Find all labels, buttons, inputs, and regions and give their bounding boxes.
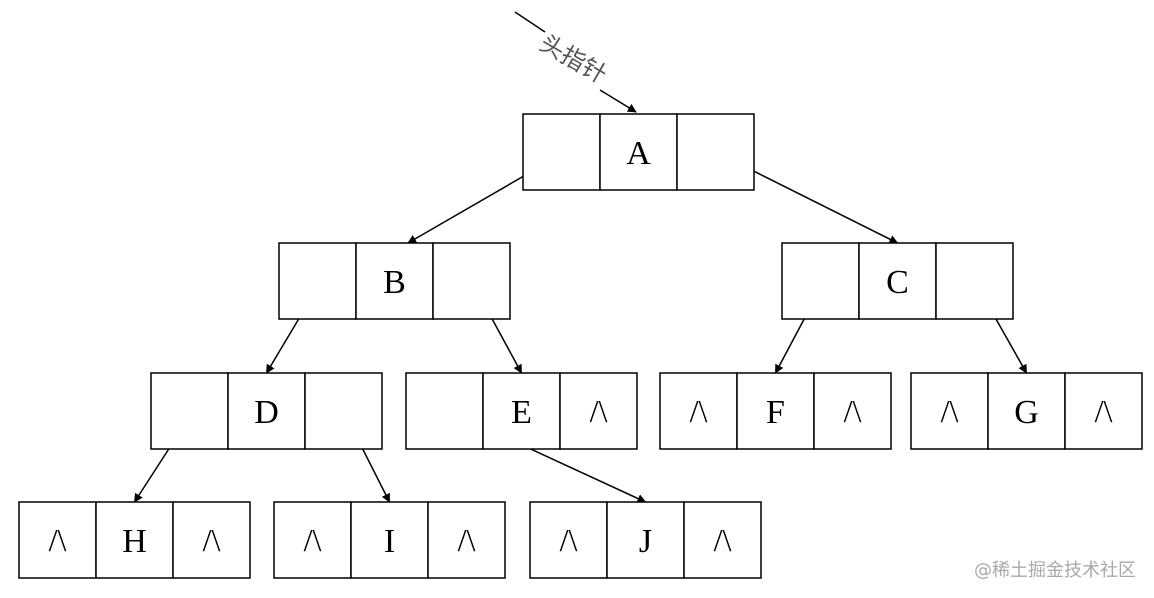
watermark: @稀土掘金技术社区 (974, 560, 1136, 581)
head-pointer: 头指针 (514, 11, 637, 113)
node-G-right-null-marker: /\ (1095, 393, 1113, 429)
node-B-left-cell (278, 242, 357, 320)
node-G-right-cell (1064, 372, 1143, 450)
node-H: H /\ /\ (18, 501, 251, 579)
node-D: D (150, 372, 383, 450)
node-F-right-cell (813, 372, 892, 450)
node-I-left-cell (273, 501, 352, 579)
node-E-data-cell (482, 372, 561, 450)
node-F-label: F (766, 394, 785, 431)
node-J-right-null-marker: /\ (714, 522, 732, 558)
node-I-right-cell (427, 501, 506, 579)
node-G-label: G (1014, 394, 1039, 431)
node-J: J /\ /\ (529, 501, 762, 579)
node-H-left-cell (18, 501, 97, 579)
node-I-right-null-marker: /\ (458, 522, 476, 558)
node-E-right-cell (559, 372, 638, 450)
node-E: E /\ (405, 372, 638, 450)
node-I-data-cell (350, 501, 429, 579)
node-C: C (781, 242, 1014, 320)
node-F-right-null-marker: /\ (844, 393, 862, 429)
node-C-data-cell (858, 242, 937, 320)
node-I-left-null-marker: /\ (304, 522, 322, 558)
node-D-data-cell (227, 372, 306, 450)
node-J-left-cell (529, 501, 608, 579)
node-A-right-cell (676, 113, 755, 191)
node-G-left-null-marker: /\ (941, 393, 959, 429)
node-C-label: C (886, 264, 909, 301)
nodes: A B C D E /\ F /\ /\ G /\ /\ H /\ /\ I /\ /\ J /\ /\ (18, 113, 1143, 579)
node-F-data-cell (736, 372, 815, 450)
node-J-right-cell (683, 501, 762, 579)
node-H-label: H (122, 523, 147, 560)
node-B-data-cell (355, 242, 434, 320)
node-D-left-cell (150, 372, 229, 450)
node-B: B (278, 242, 511, 320)
node-J-left-null-marker: /\ (560, 522, 578, 558)
node-E-left-cell (405, 372, 484, 450)
node-J-label: J (639, 523, 652, 560)
node-C-right-cell (935, 242, 1014, 320)
node-H-right-cell (172, 501, 251, 579)
node-F-left-null-marker: /\ (690, 393, 708, 429)
node-A-left-cell (522, 113, 601, 191)
node-F-left-cell (659, 372, 738, 450)
node-G-left-cell (910, 372, 989, 450)
node-B-label: B (383, 264, 406, 301)
head-pointer-line-2 (599, 89, 637, 113)
node-A: A (522, 113, 755, 191)
node-E-label: E (511, 394, 532, 431)
node-I-label: I (384, 523, 395, 560)
head-pointer-line-1 (514, 11, 546, 33)
node-G-data-cell (987, 372, 1066, 450)
node-E-right-null-marker: /\ (590, 393, 608, 429)
node-A-label: A (626, 135, 651, 172)
node-D-label: D (254, 394, 279, 431)
node-C-left-cell (781, 242, 860, 320)
node-F: F /\ /\ (659, 372, 892, 450)
node-B-right-cell (432, 242, 511, 320)
node-G: G /\ /\ (910, 372, 1143, 450)
node-D-right-cell (304, 372, 383, 450)
head-pointer-label: 头指针 (535, 29, 611, 89)
node-H-right-null-marker: /\ (203, 522, 221, 558)
node-I: I /\ /\ (273, 501, 506, 579)
node-H-left-null-marker: /\ (49, 522, 67, 558)
